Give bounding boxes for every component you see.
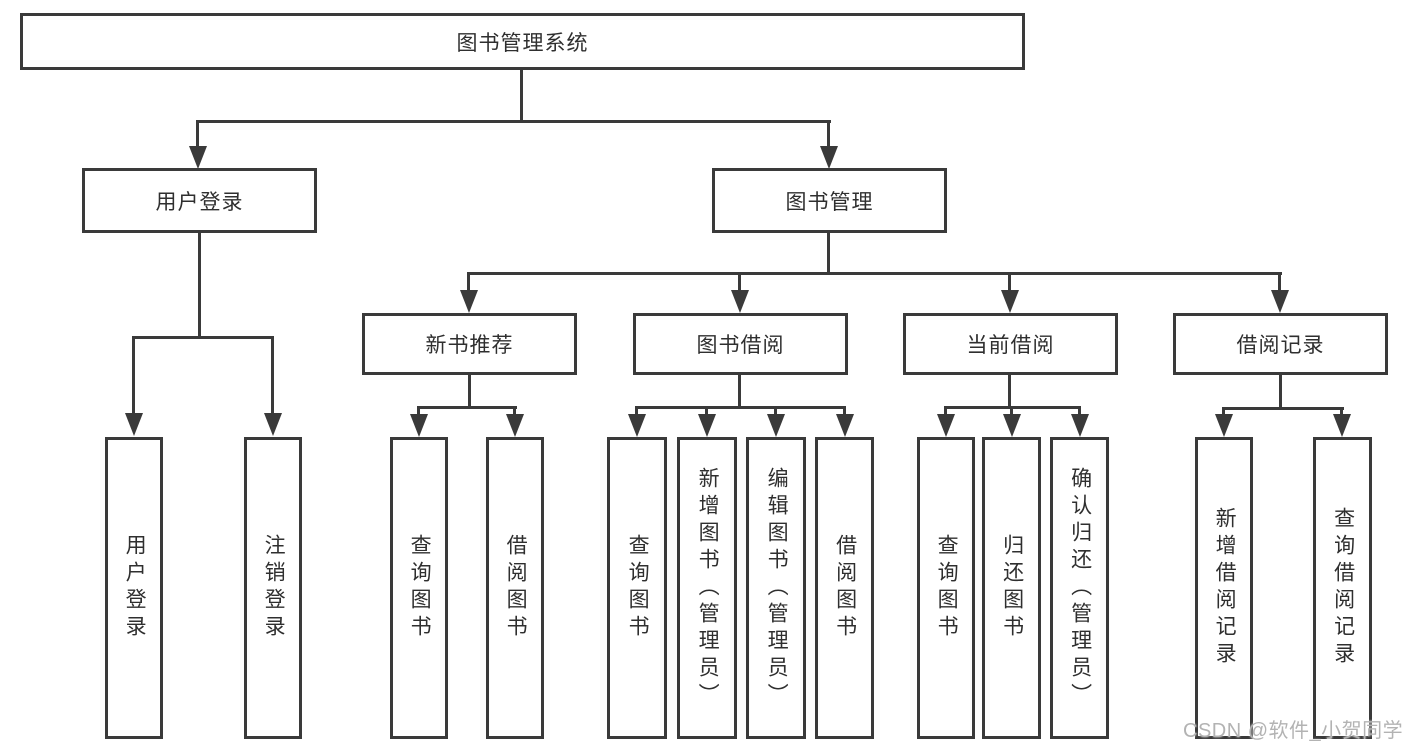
connector-stub-login-leaf <box>132 336 135 414</box>
connector-bookmgmt-down <box>827 233 830 272</box>
connector-stub-book-borrow <box>738 272 741 292</box>
leaf-cb-query-books-label: 查询图书 <box>935 534 959 642</box>
leaf-nb-query-books-label: 查询图书 <box>408 534 432 642</box>
node-root-label: 图书管理系统 <box>456 31 589 55</box>
leaf-logout-label: 注销登录 <box>262 534 286 642</box>
connector-stub-book-mgmt <box>827 120 830 148</box>
csdn-watermark: CSDN @软件_小贺同学 <box>1183 720 1404 742</box>
arrow-to-bb-edit <box>767 414 785 437</box>
leaf-br-query-record-label: 查询借阅记录 <box>1331 507 1355 669</box>
connector-stub-borrow-records <box>1278 272 1281 292</box>
connector-stub-cb1 <box>944 406 947 416</box>
connector-stub-new-books <box>467 272 470 292</box>
connector-stub-nb2 <box>513 406 516 416</box>
connector-root-split <box>197 120 831 123</box>
node-book-management: 图书管理 <box>712 168 947 233</box>
arrow-to-br-query <box>1333 414 1351 437</box>
connector-stub-bb4 <box>843 406 846 416</box>
connector-bookborrow-down <box>738 375 741 406</box>
node-current-borrow: 当前借阅 <box>903 313 1118 375</box>
connector-stub-cb3 <box>1078 406 1081 416</box>
connector-newbooks-split <box>417 406 517 409</box>
arrow-to-bb-borrow <box>836 414 854 437</box>
arrow-to-bb-query <box>628 414 646 437</box>
leaf-bb-query-books: 查询图书 <box>607 437 667 739</box>
leaf-user-login: 用户登录 <box>105 437 163 739</box>
node-user-login-label: 用户登录 <box>155 190 244 214</box>
connector-currentborrow-down <box>1008 375 1011 406</box>
connector-stub-bb1 <box>635 406 638 416</box>
arrow-to-nb-query <box>410 414 428 437</box>
node-book-borrow-label: 图书借阅 <box>696 334 785 357</box>
leaf-cb-confirm-return-admin: 确认归还（管理员） <box>1050 437 1109 739</box>
leaf-cb-confirm-return-admin-label: 确认归还（管理员） <box>1068 466 1092 710</box>
connector-records-down <box>1279 375 1282 407</box>
arrow-to-cb-confirm <box>1071 414 1089 437</box>
leaf-user-login-label: 用户登录 <box>123 534 147 642</box>
connector-stub-cb2 <box>1010 406 1013 416</box>
arrow-to-book-borrow <box>731 290 749 313</box>
connector-stub-user-login <box>196 120 199 148</box>
arrow-to-logout-leaf <box>264 413 282 436</box>
leaf-br-add-record: 新增借阅记录 <box>1195 437 1253 739</box>
arrow-to-user-login <box>189 146 207 169</box>
leaf-br-add-record-label: 新增借阅记录 <box>1213 507 1237 669</box>
node-user-login: 用户登录 <box>82 168 317 233</box>
arrow-to-bb-add <box>698 414 716 437</box>
node-book-borrow: 图书借阅 <box>633 313 848 375</box>
connector-newbooks-down <box>468 375 471 406</box>
leaf-bb-borrow-books: 借阅图书 <box>815 437 874 739</box>
arrow-to-login-leaf <box>125 413 143 436</box>
arrow-to-book-mgmt <box>820 146 838 169</box>
connector-records-split <box>1222 407 1344 410</box>
connector-stub-current-borrow <box>1008 272 1011 292</box>
leaf-cb-query-books: 查询图书 <box>917 437 975 739</box>
connector-stub-br1 <box>1222 407 1225 416</box>
connector-bookborrow-split <box>635 406 846 409</box>
connector-userlogin-split <box>132 336 274 339</box>
leaf-nb-borrow-books: 借阅图书 <box>486 437 544 739</box>
leaf-bb-add-books-admin: 新增图书（管理员） <box>677 437 737 739</box>
connector-stub-bb3 <box>774 406 777 416</box>
leaf-nb-borrow-books-label: 借阅图书 <box>504 534 528 642</box>
node-new-book-recommend-label: 新书推荐 <box>425 334 514 357</box>
leaf-bb-query-books-label: 查询图书 <box>626 534 650 642</box>
node-root-library-system: 图书管理系统 <box>20 13 1025 70</box>
arrow-to-cb-return <box>1003 414 1021 437</box>
connector-stub-logout-leaf <box>271 336 274 414</box>
node-borrow-records: 借阅记录 <box>1173 313 1388 375</box>
arrow-to-current-borrow <box>1001 290 1019 313</box>
arrow-to-cb-query <box>937 414 955 437</box>
arrow-to-new-books <box>460 290 478 313</box>
connector-root-down <box>520 70 523 120</box>
leaf-br-query-record: 查询借阅记录 <box>1313 437 1372 739</box>
arrow-to-borrow-records <box>1271 290 1289 313</box>
node-current-borrow-label: 当前借阅 <box>966 334 1055 357</box>
connector-bookmgmt-split <box>468 272 1282 275</box>
connector-stub-nb1 <box>417 406 420 416</box>
connector-stub-br2 <box>1340 407 1343 416</box>
leaf-bb-edit-books-admin-label: 编辑图书（管理员） <box>765 466 789 710</box>
connector-stub-bb2 <box>705 406 708 416</box>
arrow-to-nb-borrow <box>506 414 524 437</box>
leaf-logout: 注销登录 <box>244 437 302 739</box>
leaf-cb-return-books-label: 归还图书 <box>1000 534 1024 642</box>
connector-userlogin-down <box>198 233 201 336</box>
node-book-management-label: 图书管理 <box>785 190 874 214</box>
leaf-cb-return-books: 归还图书 <box>982 437 1041 739</box>
leaf-bb-edit-books-admin: 编辑图书（管理员） <box>746 437 806 739</box>
node-new-book-recommend: 新书推荐 <box>362 313 577 375</box>
leaf-bb-borrow-books-label: 借阅图书 <box>833 534 857 642</box>
leaf-nb-query-books: 查询图书 <box>390 437 448 739</box>
node-borrow-records-label: 借阅记录 <box>1236 334 1325 357</box>
leaf-bb-add-books-admin-label: 新增图书（管理员） <box>696 466 720 710</box>
arrow-to-br-add <box>1215 414 1233 437</box>
